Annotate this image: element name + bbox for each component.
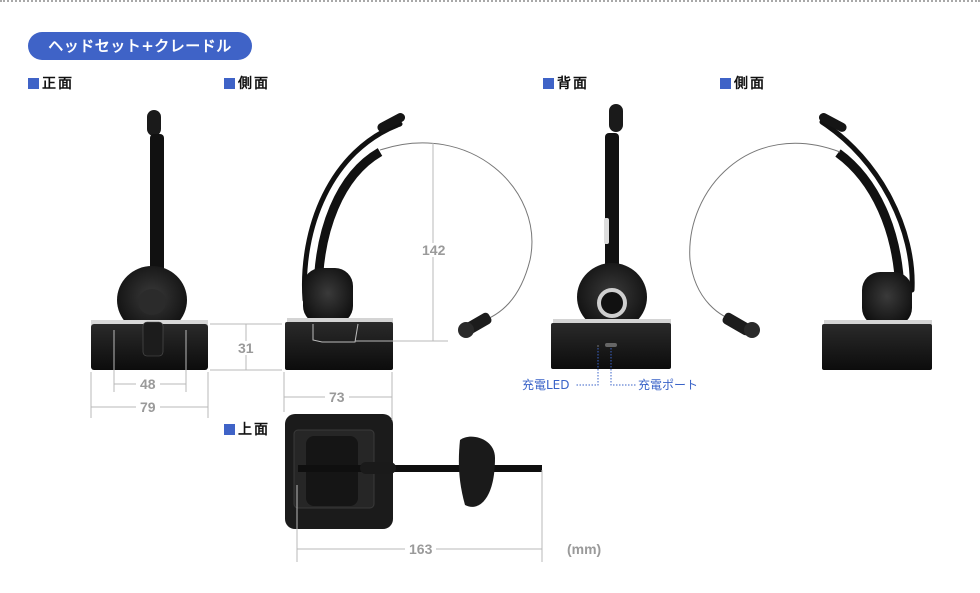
view-label-side-right: 側面: [720, 73, 766, 93]
dim-cradle-height: 31: [234, 341, 258, 355]
dim-headset-height: 142: [418, 243, 450, 257]
square-bullet-icon: [224, 423, 235, 435]
callout-charge-port: 充電ポート: [638, 378, 699, 392]
view-label-back: 背面: [543, 73, 589, 93]
square-bullet-icon: [224, 77, 235, 89]
dim-front-inner-width: 48: [136, 377, 160, 391]
side-view-headset: [285, 113, 533, 370]
square-bullet-icon: [28, 77, 39, 89]
dim-top-length: 163: [405, 542, 437, 556]
callout-leaders: [575, 348, 636, 386]
front-view-headset: [91, 110, 208, 370]
square-bullet-icon: [543, 77, 554, 89]
view-label-top: 上面: [224, 419, 270, 439]
view-label-side-left: 側面: [224, 73, 270, 93]
top-view-headset: [285, 414, 542, 529]
section-title-badge: ヘッドセット+クレードル: [28, 32, 252, 60]
square-bullet-icon: [720, 77, 731, 89]
view-label-front: 正面: [28, 73, 74, 93]
unit-label: (mm): [563, 542, 606, 556]
back-view-headset: [551, 104, 671, 369]
callout-charge-led: 充電LED: [522, 378, 570, 392]
dim-front-outer-width: 79: [136, 400, 160, 414]
side-right-view-headset: [689, 113, 932, 370]
top-dotted-divider: [0, 0, 980, 2]
dim-side-depth: 73: [325, 390, 349, 404]
